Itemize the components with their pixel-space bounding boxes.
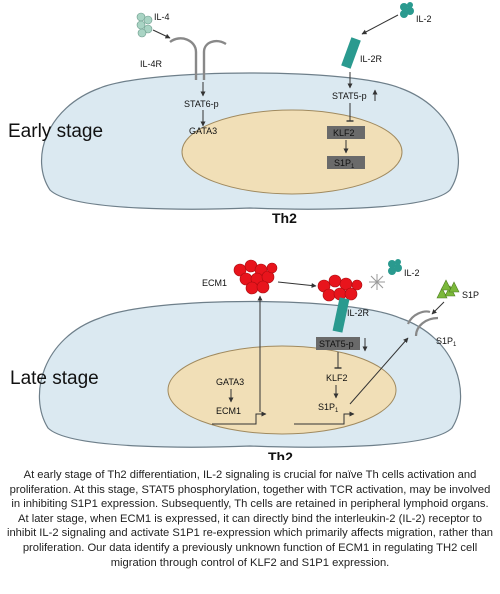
il2-label: IL-2 <box>416 14 432 24</box>
stat5p-label: STAT5-p <box>332 91 367 101</box>
late-stage-panel: Late stage Th2 ECM1 IL-2R <box>10 259 479 460</box>
late-il2-label: IL-2 <box>404 268 420 278</box>
il4-label: IL-4 <box>154 12 170 22</box>
il2r-receptor-icon <box>341 37 361 69</box>
il2-to-receptor-arrow <box>361 14 399 35</box>
il2-ligand-icon <box>400 2 414 18</box>
klf2-label: KLF2 <box>333 128 355 138</box>
late-ecm1-gene-label: ECM1 <box>216 406 241 416</box>
ecm1-to-receptor-arrow <box>277 281 317 289</box>
late-s1p1-gene-label: S1P1 <box>318 402 339 414</box>
s1p1-label: S1P1 <box>334 158 355 170</box>
early-nucleus <box>181 109 403 195</box>
s1p-to-receptor-arrow <box>431 301 445 315</box>
il2r-label: IL-2R <box>360 54 383 64</box>
early-cell-label: Th2 <box>272 210 297 226</box>
il4-ligand-icon <box>136 12 153 38</box>
late-il2r-receptor-icon <box>332 297 350 333</box>
s1p-ligand-icon <box>436 279 460 299</box>
klf2-box <box>327 126 365 139</box>
s1p1-receptor-label: S1P1 <box>436 336 457 348</box>
s1p1-receptor-icon <box>406 310 439 337</box>
s1p1-gene-promoter <box>294 411 355 425</box>
blocked-il2-icon <box>369 274 385 290</box>
late-klf2-label: KLF2 <box>326 373 348 383</box>
stat6p-label: STAT6-p <box>184 99 219 109</box>
s1p-label: S1P <box>462 290 479 300</box>
il4-to-receptor-arrow <box>152 29 171 39</box>
signaling-diagram: Early stage Th2 IL-4 IL-4R STAT6-p GATA3… <box>8 2 479 460</box>
ecm1-label: ECM1 <box>202 278 227 288</box>
ecm1-gene-promoter <box>212 411 267 425</box>
gata3-label: GATA3 <box>189 126 217 136</box>
ecm1-bound-receptor-icon <box>317 274 363 302</box>
early-stage-label: Early stage <box>8 121 103 142</box>
late-stage-label: Late stage <box>10 368 99 389</box>
late-il2r-label: IL-2R <box>347 308 370 318</box>
il4r-label: IL-4R <box>140 59 163 69</box>
early-stage-panel: Early stage Th2 IL-4 IL-4R STAT6-p GATA3… <box>8 2 459 226</box>
late-il2-ligand-icon <box>388 259 402 275</box>
s1p1-to-receptor-arrow <box>349 337 409 405</box>
s1p1-box <box>327 156 365 169</box>
late-cell-label: Th2 <box>268 449 293 460</box>
late-gata3-label: GATA3 <box>216 377 244 387</box>
late-stat5p-box <box>316 337 360 350</box>
il4r-receptor-icon <box>169 37 227 80</box>
ecm1-protein-icon <box>233 259 278 295</box>
late-stat5p-label: STAT5-p <box>319 339 354 349</box>
figure-caption: At early stage of Th2 differentiation, I… <box>6 469 494 569</box>
